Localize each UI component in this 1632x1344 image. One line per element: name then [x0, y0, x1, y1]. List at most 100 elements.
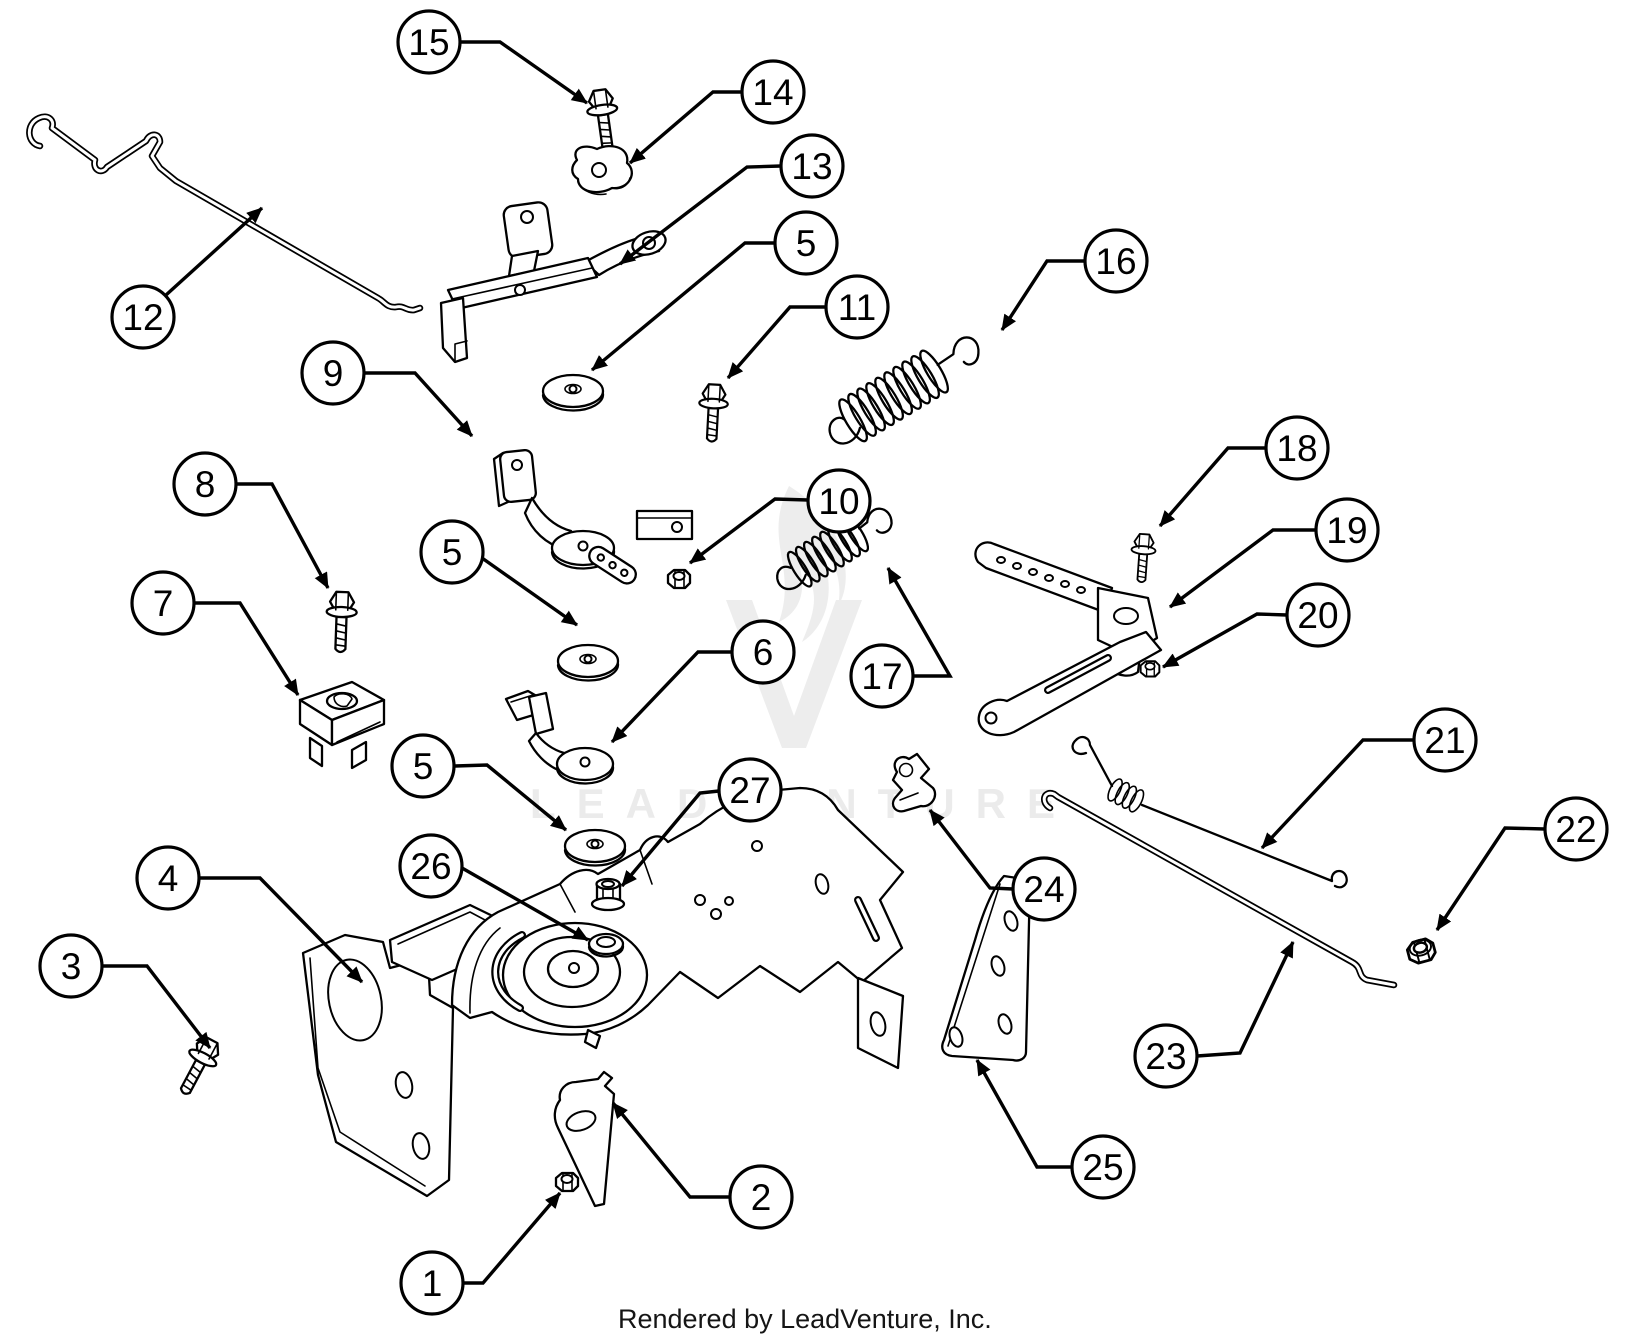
part-18-screw [1128, 532, 1158, 584]
part-7-cage-nut [298, 680, 386, 770]
callout-19-leader-arrow [1168, 528, 1316, 609]
callout-15-balloon[interactable] [396, 9, 462, 75]
callout-11[interactable]: 11 [726, 274, 890, 380]
callout-1[interactable]: 1 [399, 1191, 562, 1316]
callout-3-balloon[interactable] [38, 933, 104, 999]
callout-9[interactable]: 9 [300, 340, 474, 438]
callout-2-balloon[interactable] [728, 1164, 794, 1230]
callout-18-balloon[interactable] [1264, 415, 1330, 481]
callout-18-number: 18 [1276, 428, 1317, 469]
callout-7-leader-arrow [195, 601, 300, 696]
callout-15[interactable]: 15 [396, 9, 588, 105]
callout-13-balloon[interactable] [779, 133, 845, 199]
callout-9-leader-arrow [365, 371, 474, 438]
part-16-spring [828, 336, 980, 445]
callout-4[interactable]: 4 [135, 845, 364, 984]
callout-17-balloon[interactable] [849, 643, 915, 709]
callout-5-3-number: 5 [413, 746, 434, 787]
callout-25-balloon[interactable] [1070, 1134, 1136, 1200]
callout-5-balloon[interactable] [773, 210, 839, 276]
callout-12-leader-arrow [164, 206, 264, 297]
callout-19[interactable]: 19 [1168, 497, 1380, 609]
callout-16[interactable]: 16 [1000, 228, 1149, 331]
callout-6-leader-arrow [610, 650, 733, 744]
callout-20-balloon[interactable] [1285, 582, 1351, 648]
part-23-rod [1041, 789, 1398, 989]
callout-7-balloon[interactable] [130, 570, 196, 636]
callout-1-leader-arrow [458, 1191, 562, 1285]
callout-19-number: 19 [1326, 510, 1367, 551]
callout-15-leader-arrow [460, 40, 588, 105]
part-15-screw [583, 86, 624, 153]
callout-6-balloon[interactable] [730, 619, 796, 685]
callout-27-number: 27 [729, 770, 770, 811]
callout-27[interactable]: 27 [620, 757, 783, 888]
callout-1-balloon[interactable] [399, 1250, 465, 1316]
callout-15-number: 15 [408, 22, 449, 63]
callout-23[interactable]: 23 [1133, 941, 1295, 1089]
callout-6-number: 6 [753, 632, 774, 673]
callout-21[interactable]: 21 [1260, 707, 1478, 850]
callout-9-balloon[interactable] [300, 340, 366, 406]
callout-10[interactable]: 10 [688, 468, 872, 565]
callout-12[interactable]: 12 [110, 206, 264, 350]
callout-26-leader-arrow [461, 866, 589, 942]
callout-25[interactable]: 25 [975, 1059, 1136, 1200]
callout-4-balloon[interactable] [135, 845, 201, 911]
callout-17[interactable]: 17 [849, 567, 953, 709]
callout-14[interactable]: 14 [628, 59, 806, 165]
part-13-bracket [439, 201, 667, 364]
part-10-nut [666, 568, 692, 590]
part-22-nut [1404, 935, 1439, 967]
callout-12-number: 12 [122, 297, 163, 338]
callout-22[interactable]: 22 [1435, 796, 1609, 931]
callout-21-leader-arrow [1260, 738, 1413, 850]
part-12-rod [26, 113, 424, 314]
callout-11-balloon[interactable] [824, 274, 890, 340]
callout-3[interactable]: 3 [38, 933, 212, 1050]
callout-8[interactable]: 8 [172, 451, 330, 589]
callout-26[interactable]: 26 [398, 833, 589, 942]
callout-2-number: 2 [751, 1177, 772, 1218]
callout-10-leader-arrow [688, 497, 809, 565]
callout-19-balloon[interactable] [1314, 497, 1380, 563]
callout-16-balloon[interactable] [1083, 228, 1149, 294]
callout-21-balloon[interactable] [1412, 707, 1478, 773]
callout-5-number: 5 [796, 223, 817, 264]
callout-10-balloon[interactable] [806, 468, 872, 534]
callout-20[interactable]: 20 [1162, 582, 1351, 669]
part-21-spring-rod [1071, 735, 1348, 889]
callout-22-balloon[interactable] [1543, 796, 1609, 862]
callout-23-balloon[interactable] [1133, 1023, 1199, 1089]
callout-7[interactable]: 7 [130, 570, 300, 696]
callout-5-3[interactable]: 5 [390, 733, 568, 832]
callout-10-number: 10 [818, 481, 859, 522]
callout-5[interactable]: 5 [590, 210, 839, 372]
callout-18[interactable]: 18 [1158, 415, 1330, 528]
callout-13[interactable]: 13 [618, 133, 845, 266]
callout-11-number: 11 [838, 287, 876, 328]
callout-12-balloon[interactable] [110, 284, 176, 350]
callout-5-2-balloon[interactable] [419, 519, 485, 585]
callout-2[interactable]: 2 [611, 1101, 794, 1230]
callout-5-3-balloon[interactable] [390, 733, 456, 799]
part-2-plate [553, 1070, 616, 1208]
callout-14-number: 14 [752, 72, 793, 113]
part-26-washer [587, 932, 625, 958]
callout-27-leader-arrow [620, 789, 720, 888]
callout-5-2[interactable]: 5 [419, 519, 578, 627]
callout-27-balloon[interactable] [717, 757, 783, 823]
callout-24[interactable]: 24 [928, 808, 1077, 922]
part-11-screw [696, 382, 730, 444]
part-4-main-bracket-assembly [301, 786, 905, 1198]
callout-23-number: 23 [1145, 1036, 1186, 1077]
callout-6[interactable]: 6 [610, 619, 796, 744]
callout-26-balloon[interactable] [398, 833, 464, 899]
part-9-lever-assembly [492, 449, 694, 585]
callout-24-balloon[interactable] [1011, 856, 1077, 922]
callout-18-leader-arrow [1158, 446, 1266, 528]
callout-8-balloon[interactable] [172, 451, 238, 517]
callout-14-balloon[interactable] [740, 59, 806, 125]
part-19-lever-assembly [974, 541, 1163, 737]
